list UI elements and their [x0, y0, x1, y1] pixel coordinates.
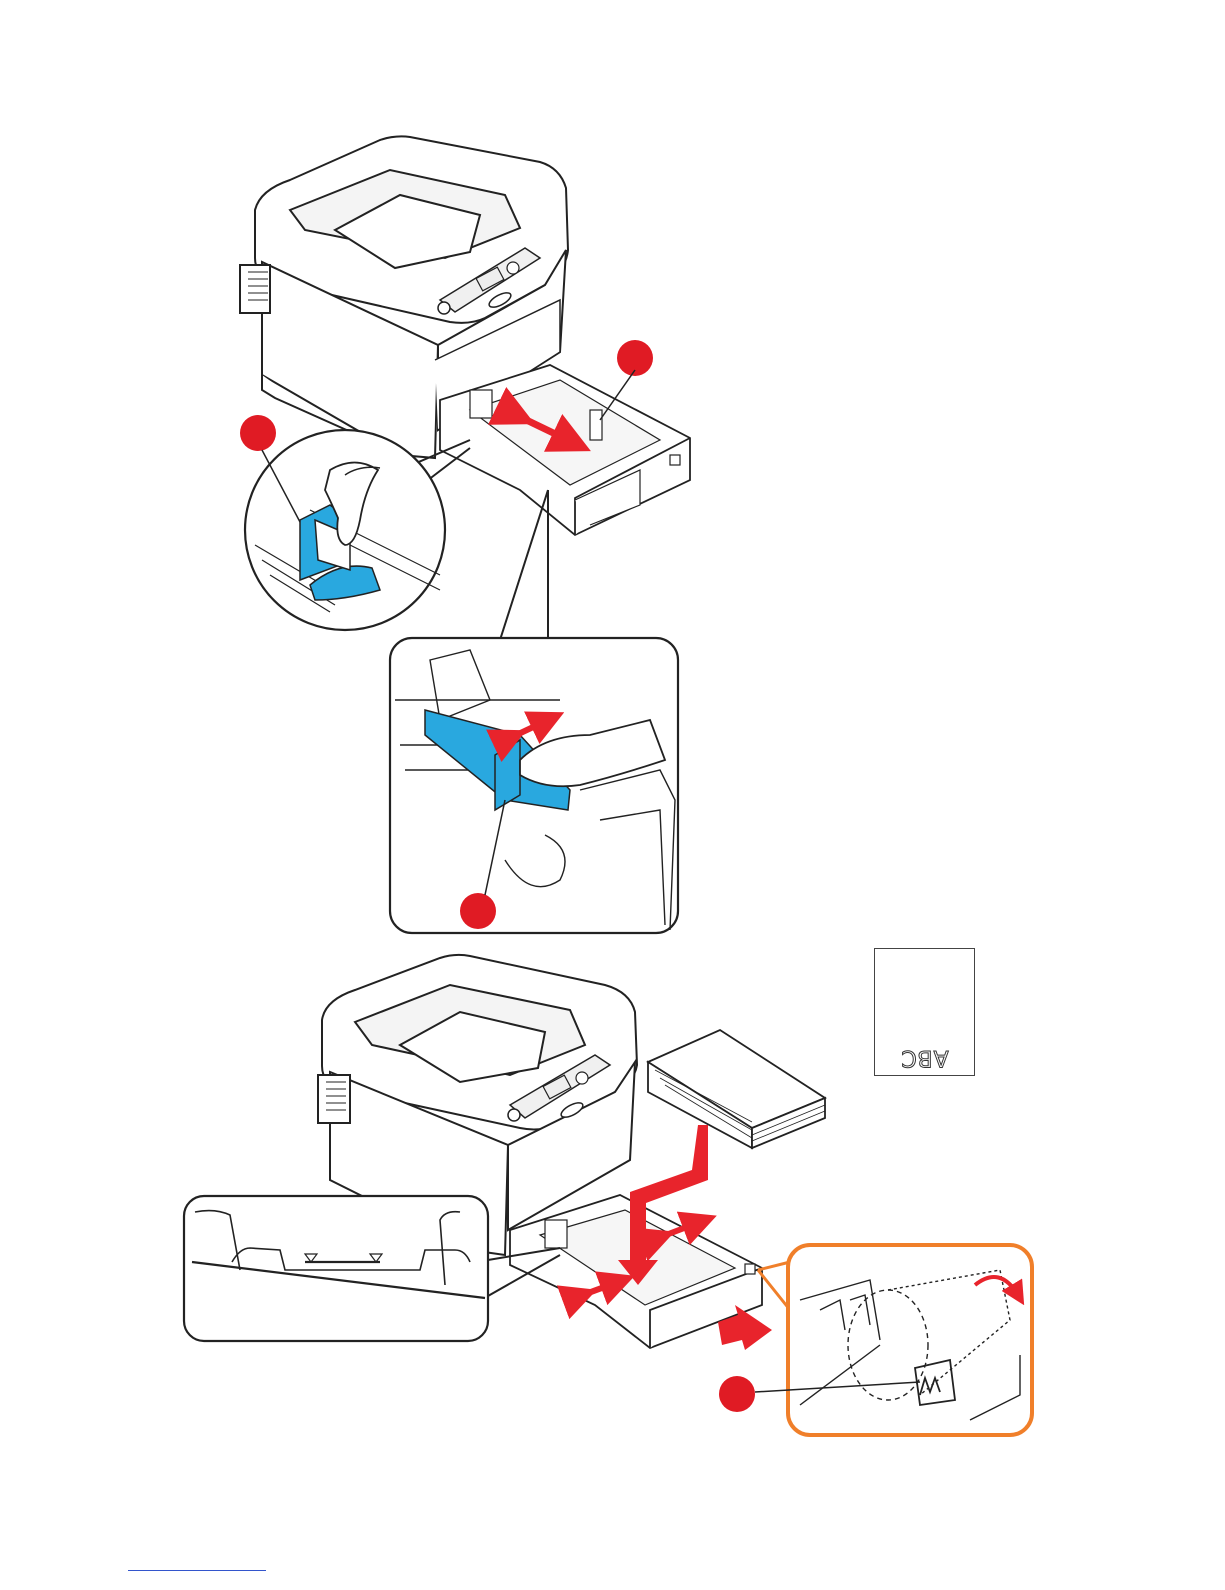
paper-stack-icon — [648, 1030, 825, 1148]
paper-orientation-sheet: ABC — [874, 948, 975, 1076]
paper-orientation-label: ABC — [875, 1045, 974, 1070]
zoom-circle-length-stopper — [245, 430, 470, 630]
paper-tray-top — [440, 365, 690, 535]
footer-link-underline[interactable] — [128, 1570, 266, 1571]
zoom-box-paper-size-dial — [758, 1245, 1032, 1435]
